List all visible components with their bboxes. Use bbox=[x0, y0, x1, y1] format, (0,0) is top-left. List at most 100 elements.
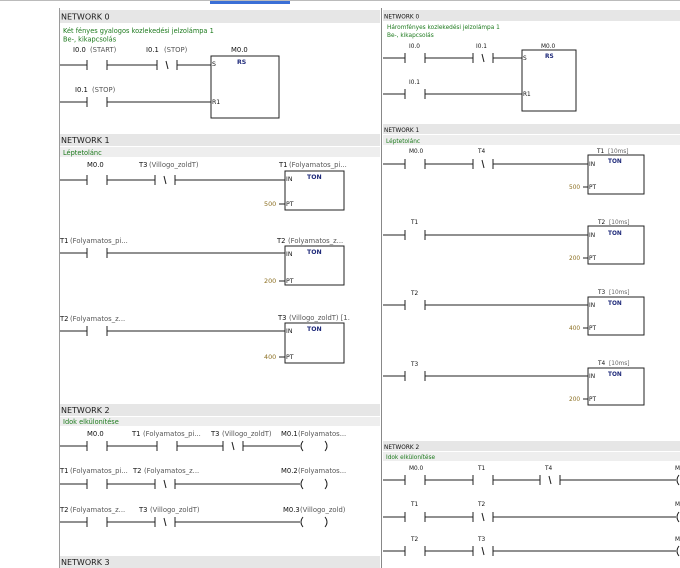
ton-box-label[interactable]: TON bbox=[608, 372, 622, 378]
network-header-2[interactable] bbox=[60, 404, 380, 416]
contact-address[interactable]: T4 bbox=[477, 149, 486, 155]
in-label: IN bbox=[589, 162, 595, 168]
network-header-3[interactable] bbox=[60, 556, 380, 568]
network-comment[interactable]: Léptetolánc bbox=[63, 149, 102, 157]
contact-address[interactable]: T1 bbox=[131, 430, 140, 438]
contact-address[interactable]: M0.0 bbox=[409, 466, 424, 472]
network-comment[interactable]: Idok elkülonítése bbox=[63, 418, 119, 426]
pt-label: PT bbox=[286, 201, 294, 208]
network-title: NETWORK 3 bbox=[61, 558, 110, 567]
network-comment[interactable]: Léptetolánc bbox=[386, 138, 420, 145]
timer-address[interactable]: T3 bbox=[277, 314, 286, 322]
in-label: IN bbox=[286, 176, 293, 183]
contact-symbol: (Villogo_zoldT) bbox=[222, 430, 272, 438]
contact-address[interactable]: T2 bbox=[410, 537, 419, 543]
ton-box-label[interactable]: TON bbox=[307, 326, 322, 333]
timer-resolution: [10ms] bbox=[609, 361, 630, 367]
set-input-label: S bbox=[212, 61, 216, 68]
coil-address[interactable]: M0.2 bbox=[281, 467, 298, 475]
contact-address[interactable]: I0.1 bbox=[409, 80, 420, 86]
preset-value[interactable]: 500 bbox=[569, 185, 580, 191]
timer-symbol: (Villogo_zoldT) [1. bbox=[289, 314, 350, 322]
contact-address[interactable]: M0.0 bbox=[409, 149, 424, 155]
ton-box-label[interactable]: TON bbox=[608, 231, 622, 237]
preset-value[interactable]: 400 bbox=[264, 353, 276, 361]
contact-address[interactable]: T3 bbox=[410, 362, 419, 368]
network-comment[interactable]: Háromfényes kozlekedési jelzolámpa 1 bbox=[387, 24, 500, 31]
contact-address[interactable]: T3 bbox=[477, 537, 486, 543]
timer-address[interactable]: T2 bbox=[597, 220, 606, 226]
contact-symbol: (Folyamatos_pi... bbox=[143, 430, 201, 438]
contact-address[interactable]: T4 bbox=[544, 466, 553, 472]
contact-address[interactable]: T3 bbox=[210, 430, 219, 438]
set-input-label: S bbox=[523, 56, 527, 62]
contact-address[interactable]: T3 bbox=[138, 506, 147, 514]
network-title: NETWORK 0 bbox=[61, 13, 110, 22]
ton-box-label[interactable]: TON bbox=[307, 174, 322, 181]
coil-address[interactable]: M0.3 bbox=[283, 506, 300, 514]
contact-address[interactable]: M0.0 bbox=[87, 430, 104, 438]
preset-value[interactable]: 200 bbox=[264, 277, 276, 285]
network-comment[interactable]: Be-, kikapcsolás bbox=[387, 32, 434, 39]
coil-symbol: (Folyamatos... bbox=[298, 467, 346, 475]
network-header-1[interactable] bbox=[60, 134, 380, 146]
contact-address[interactable]: T2 bbox=[59, 506, 68, 514]
contact-address[interactable]: M0.0 bbox=[87, 161, 104, 169]
right-ladder-panel: NETWORK 0 Háromfényes kozlekedési jelzol… bbox=[383, 10, 680, 557]
contact-symbol: (Villogo_zoldT) bbox=[149, 161, 199, 169]
network-comment[interactable]: Be-, kikapcsolás bbox=[63, 36, 117, 44]
in-label: IN bbox=[286, 328, 293, 335]
in-label: IN bbox=[589, 303, 595, 309]
coil-address[interactable]: M0.1 bbox=[281, 430, 298, 438]
contact-address[interactable]: I0.1 bbox=[75, 86, 88, 94]
network-title: NETWORK 2 bbox=[384, 445, 420, 451]
network-title: NETWORK 2 bbox=[61, 406, 110, 415]
preset-value[interactable]: 200 bbox=[569, 256, 580, 262]
contact-symbol: (Folyamatos_pi... bbox=[70, 467, 128, 475]
contact-address[interactable]: T2 bbox=[132, 467, 141, 475]
contact-address[interactable]: T1 bbox=[59, 237, 68, 245]
network-header-0[interactable] bbox=[383, 10, 680, 21]
timer-address[interactable]: T3 bbox=[597, 290, 606, 296]
ton-box-label[interactable]: TON bbox=[608, 301, 622, 307]
coil-address[interactable]: M bbox=[675, 502, 680, 508]
rs-box-label[interactable]: RS bbox=[545, 54, 554, 60]
timer-address[interactable]: T4 bbox=[597, 361, 606, 367]
preset-value[interactable]: 400 bbox=[569, 326, 580, 332]
left-ladder-panel: NETWORK 0 Két fényes gyalogos kozlekedés… bbox=[59, 8, 380, 568]
pt-label: PT bbox=[589, 256, 596, 262]
network-comment[interactable]: Két fényes gyalogos kozlekedési jelzolám… bbox=[63, 27, 214, 35]
pt-label: PT bbox=[286, 278, 294, 285]
contact-address[interactable]: T1 bbox=[410, 220, 419, 226]
preset-value[interactable]: 500 bbox=[264, 200, 276, 208]
coil-address[interactable]: M bbox=[675, 537, 680, 543]
in-label: IN bbox=[589, 374, 595, 380]
contact-address[interactable]: I0.1 bbox=[146, 46, 159, 54]
timer-address[interactable]: T1 bbox=[278, 161, 287, 169]
contact-symbol: (Villogo_zoldT) bbox=[150, 506, 200, 514]
contact-address[interactable]: T3 bbox=[138, 161, 147, 169]
contact-address[interactable]: I0.1 bbox=[476, 44, 487, 50]
coil-address[interactable]: M bbox=[675, 466, 680, 472]
contact-address[interactable]: I0.0 bbox=[73, 46, 86, 54]
output-address[interactable]: M0.0 bbox=[231, 46, 248, 54]
contact-address[interactable]: I0.0 bbox=[409, 44, 420, 50]
network-comment[interactable]: Idok elkülonítése bbox=[386, 454, 435, 461]
contact-symbol: (Folyamatos_z... bbox=[70, 506, 125, 514]
network-header-0[interactable] bbox=[60, 10, 380, 23]
preset-value[interactable]: 200 bbox=[569, 397, 580, 403]
ton-box-label[interactable]: TON bbox=[608, 159, 622, 165]
contact-address[interactable]: T2 bbox=[410, 291, 419, 297]
contact-address[interactable]: T1 bbox=[59, 467, 68, 475]
rs-box-label[interactable]: RS bbox=[237, 59, 246, 66]
contact-address[interactable]: T1 bbox=[477, 466, 486, 472]
ton-box-label[interactable]: TON bbox=[307, 249, 322, 256]
network-header-1[interactable] bbox=[383, 124, 680, 134]
output-address[interactable]: M0.0 bbox=[541, 44, 556, 50]
contact-address[interactable]: T2 bbox=[59, 315, 68, 323]
contact-address[interactable]: T2 bbox=[477, 502, 486, 508]
timer-address[interactable]: T2 bbox=[276, 237, 285, 245]
network-header-2[interactable] bbox=[383, 441, 680, 451]
contact-address[interactable]: T1 bbox=[410, 502, 419, 508]
timer-address[interactable]: T1 bbox=[596, 149, 605, 155]
